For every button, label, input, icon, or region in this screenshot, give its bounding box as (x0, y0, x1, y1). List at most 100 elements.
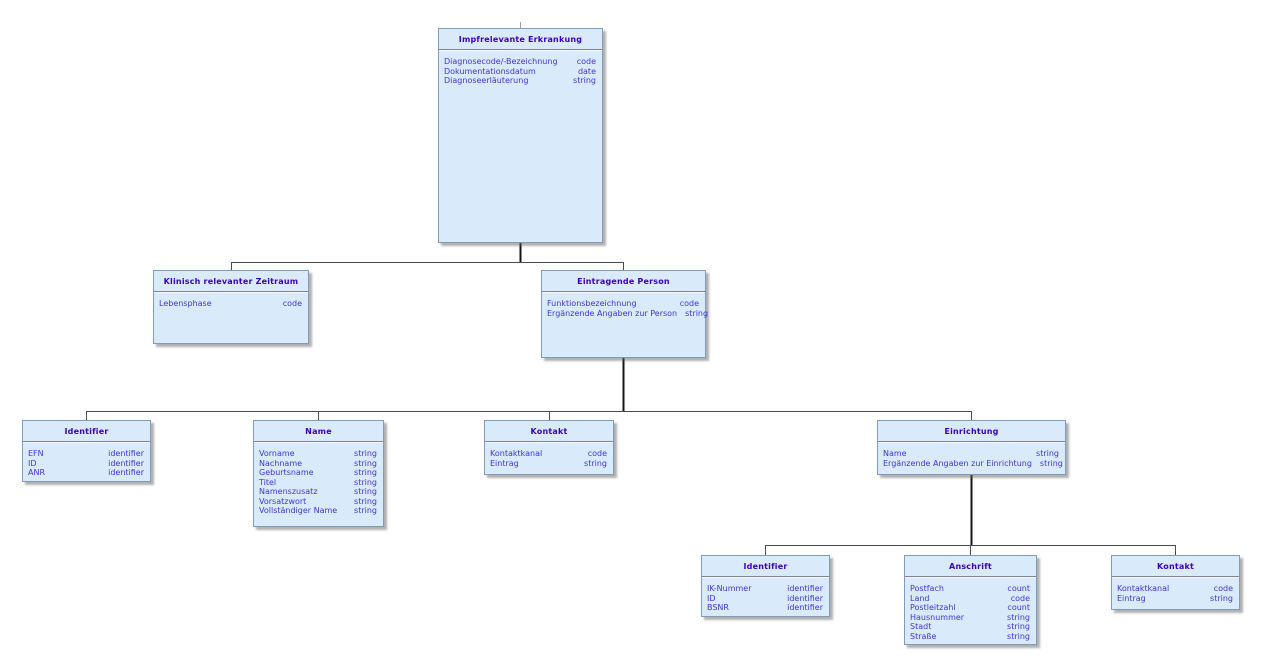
title-separator (154, 291, 308, 293)
field-name: Eintrag (1117, 593, 1146, 603)
field-type: count (1007, 584, 1030, 593)
field-type: string (354, 487, 377, 496)
field-type: code (576, 57, 596, 66)
field-type: string (354, 468, 377, 477)
entity-title: Einrichtung (944, 427, 999, 436)
field-name: Namenszusatz (259, 487, 318, 496)
field-row: Land code (910, 594, 1030, 604)
field-row: Eintrag string (1117, 594, 1233, 604)
field-type: string (1210, 593, 1233, 603)
title-separator (485, 441, 613, 443)
field-type: code (679, 299, 699, 308)
entity-title: Name (305, 427, 332, 436)
field-type: string (685, 308, 709, 318)
field-name: Vorsatzwort (259, 496, 307, 506)
field-name: Diagnoseerläuterung (444, 76, 529, 85)
field-type: identifier (787, 603, 823, 612)
field-row: Titel string (259, 478, 377, 488)
field-type: count (1007, 603, 1030, 612)
field-row: Straße string (910, 632, 1030, 642)
field-row: Postleitzahl count (910, 603, 1030, 613)
entity-fields: Kontaktkanal code Eintrag string (1112, 578, 1239, 603)
field-name: Vorname (259, 449, 295, 458)
field-name: Geburtsname (259, 468, 314, 477)
title-separator (254, 441, 383, 443)
field-row: Geburtsname string (259, 468, 377, 478)
title-separator (905, 576, 1036, 578)
entity-kontakt-einrichtung[interactable]: Kontakt Kontaktkanal code Eintrag string (1111, 555, 1240, 610)
field-type: identifier (108, 468, 144, 477)
field-name: Funktionsbezeichnung (547, 299, 637, 308)
field-type: identifier (787, 593, 823, 603)
field-name: Straße (910, 631, 937, 641)
field-name: ID (707, 593, 716, 603)
field-row: Diagnosecode/-Bezeichnung code (444, 57, 596, 67)
entity-klinisch-relevanter-zeitraum[interactable]: Klinisch relevanter Zeitraum Lebensphase… (153, 270, 309, 344)
title-separator (878, 441, 1065, 443)
entity-title: Anschrift (949, 562, 992, 571)
field-name: Kontaktkanal (1117, 584, 1170, 593)
entity-fields: Diagnosecode/-Bezeichnung code Dokumentat… (439, 51, 602, 86)
entity-title: Identifier (64, 427, 109, 436)
field-name: Nachname (259, 458, 303, 468)
title-separator (23, 441, 150, 443)
field-name: Name (883, 449, 907, 458)
field-name: Land (910, 593, 930, 603)
field-type: identifier (108, 458, 144, 468)
field-name: Diagnosecode/-Bezeichnung (444, 57, 558, 66)
field-row: ID identifier (707, 594, 823, 604)
field-name: Ergänzende Angaben zur Einrichtung (883, 458, 1032, 468)
field-type: string (1039, 458, 1063, 468)
field-type: string (1007, 612, 1030, 622)
field-type: string (584, 458, 607, 468)
entity-title: Impfrelevante Erkrankung (458, 35, 583, 44)
connector-einrichtung-bus (765, 545, 1176, 555)
field-name: Vollständiger Name (259, 506, 338, 515)
entity-title: Kontakt (1156, 562, 1195, 571)
entity-impfrelevante-erkrankung[interactable]: Impfrelevante Erkrankung Diagnosecode/-B… (438, 28, 603, 243)
entity-eintragende-person[interactable]: Eintragende Person Funktionsbezeichnung c… (541, 270, 708, 358)
field-row: Funktionsbezeichnung code (547, 299, 699, 309)
field-type: code (1213, 584, 1233, 593)
field-type: code (587, 449, 607, 458)
title-separator (439, 49, 602, 51)
field-type: string (1007, 631, 1030, 641)
field-type: identifier (108, 449, 144, 458)
field-type: string (354, 477, 377, 487)
field-type: code (1010, 593, 1030, 603)
field-name: Postleitzahl (910, 603, 956, 612)
entity-title: Identifier (743, 562, 788, 571)
title-separator (702, 576, 829, 578)
field-name: Titel (259, 477, 277, 487)
entity-title: Eintragende Person (577, 277, 670, 286)
field-row: Kontaktkanal code (1117, 584, 1233, 594)
entity-title: Klinisch relevanter Zeitraum (163, 277, 299, 286)
field-name: Stadt (910, 622, 932, 631)
field-type: code (282, 299, 302, 308)
